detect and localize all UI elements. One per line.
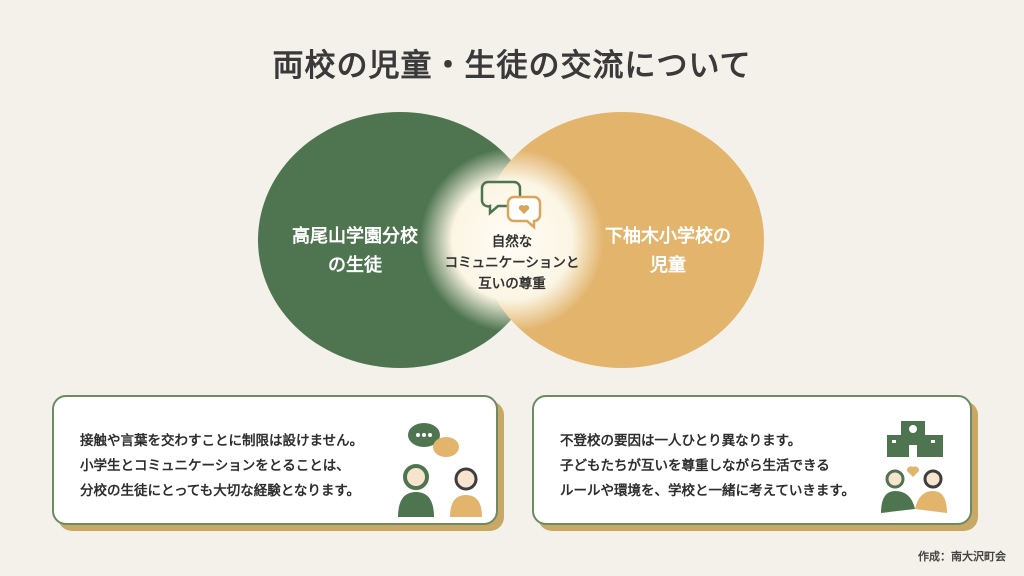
card-text: 不登校の要因は一人ひとり異なります。 子どもたちが互いを尊重しながら生活できる … <box>560 429 855 504</box>
students-talking-icon <box>398 423 482 517</box>
school-and-children-icon <box>881 421 947 513</box>
card-line: ルールや環境を、学校と一緒に考えていきます。 <box>560 483 855 499</box>
card-line: 小学生とコミュニケーションをとることは、 <box>80 458 350 474</box>
venn-right-label-line: 児童 <box>650 255 686 276</box>
venn-center-line: コミュニケーションと <box>444 255 580 271</box>
card-text: 接触や言葉を交わすことに制限は設けません。 小学生とコミュニケーションをとること… <box>80 429 363 504</box>
venn-right-label-line: 下柚木小学校の <box>605 226 731 247</box>
venn-left-label-line: 高尾山学園分校 <box>292 226 418 247</box>
chat-bubbles-icon <box>480 180 542 230</box>
card-line: 接触や言葉を交わすことに制限は設けません。 <box>80 433 364 449</box>
venn-right-label: 下柚木小学校の 児童 <box>588 222 748 280</box>
venn-center-line: 互いの尊重 <box>478 276 546 292</box>
page-title: 両校の児童・生徒の交流について <box>272 48 752 84</box>
venn-center-label: 自然な コミュニケーションと 互いの尊重 <box>432 232 592 295</box>
card-line: 不登校の要因は一人ひとり異なります。 <box>560 433 802 449</box>
credit-text: 作成：南大沢町会 <box>918 550 1006 563</box>
info-card-communication: 接触や言葉を交わすことに制限は設けません。 小学生とコミュニケーションをとること… <box>52 395 498 525</box>
card-line: 子どもたちが互いを尊重しながら生活できる <box>560 458 830 474</box>
venn-center-line: 自然な <box>491 234 533 250</box>
venn-left-label: 高尾山学園分校 の生徒 <box>270 222 440 280</box>
venn-left-label-line: の生徒 <box>328 255 382 276</box>
info-card-respect: 不登校の要因は一人ひとり異なります。 子どもたちが互いを尊重しながら生活できる … <box>532 395 972 525</box>
card-line: 分校の生徒にとっても大切な経験となります。 <box>80 483 360 499</box>
venn-overlap-glow <box>420 148 604 332</box>
